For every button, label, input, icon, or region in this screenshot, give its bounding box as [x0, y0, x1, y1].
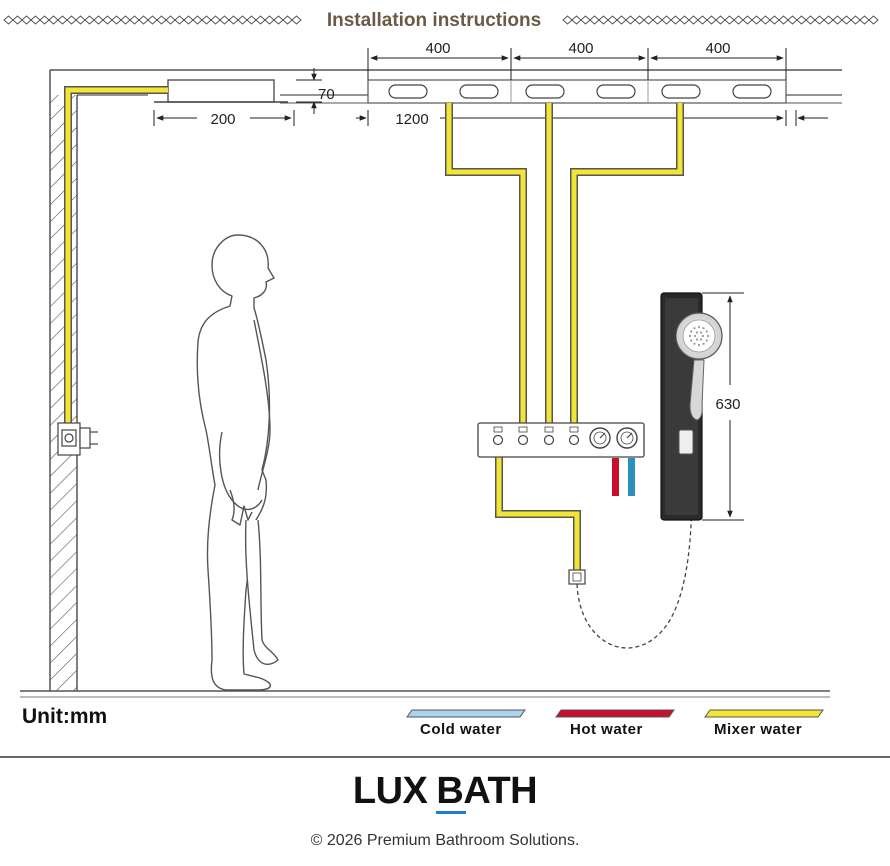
nozzle-dot	[699, 331, 703, 334]
nozzle-dot	[701, 334, 705, 338]
legend-mixer-label: Mixer water	[714, 721, 802, 738]
nozzle-dot	[690, 339, 693, 342]
nozzle-dot	[702, 327, 705, 330]
ceiling-rain-panel	[367, 79, 787, 104]
dim-ceiling-length: 200	[210, 111, 235, 128]
dim-ceiling-depth: 70	[318, 86, 335, 103]
title-decoration-right	[562, 15, 879, 25]
nozzle-dot	[705, 339, 708, 342]
nozzle-dot	[699, 338, 703, 341]
nozzle-dot	[695, 331, 699, 334]
brand-name-second: BATH	[436, 770, 538, 812]
dim-panel-length: 1200	[395, 111, 428, 128]
nozzle-dot	[688, 334, 692, 338]
nozzle-dot	[690, 330, 693, 333]
dim-spacing-2: 400	[568, 40, 593, 57]
hose-connector	[568, 569, 586, 585]
legend-hot: Hot water	[555, 709, 675, 738]
nozzle-dot	[702, 342, 705, 345]
dimension-lines	[153, 48, 828, 521]
dim-spacing-1: 400	[425, 40, 450, 57]
nozzle-dot	[705, 330, 708, 333]
wall-valve	[57, 422, 98, 456]
nozzle-dot	[693, 334, 697, 338]
copyright-text: © 2026 Premium Bathroom Solutions.	[310, 832, 580, 849]
shower-hose	[576, 439, 693, 649]
wall	[49, 70, 78, 691]
human-figure	[196, 234, 279, 691]
hot-water-pipe	[612, 458, 619, 496]
hand-shower-icon	[675, 312, 723, 421]
unit-label: Unit:mm	[22, 705, 107, 728]
brand-name-first: LUX	[352, 770, 428, 812]
dim-spacing-3: 400	[705, 40, 730, 57]
legend-hot-label: Hot water	[570, 721, 643, 738]
legend-cold: Cold water	[406, 709, 526, 738]
floor	[20, 690, 830, 698]
nozzle-dot	[697, 343, 701, 347]
mixer-pipes	[64, 86, 684, 570]
brand-underline	[436, 811, 467, 814]
small-ceiling-shower	[154, 79, 288, 103]
title-decoration-left	[3, 15, 302, 25]
dim-panel-height: 630	[715, 396, 740, 413]
nozzle-dot	[706, 334, 710, 338]
legend-mixer: Mixer water	[704, 709, 824, 738]
nozzle-dot	[693, 327, 696, 330]
nozzle-dot	[695, 338, 699, 341]
thermostatic-controller	[477, 422, 645, 458]
page-title: Installation instructions	[327, 10, 541, 31]
legend-cold-label: Cold water	[420, 721, 502, 738]
nozzle-dot	[693, 342, 696, 345]
cold-water-pipe	[628, 458, 635, 496]
nozzle-dot	[697, 325, 701, 329]
